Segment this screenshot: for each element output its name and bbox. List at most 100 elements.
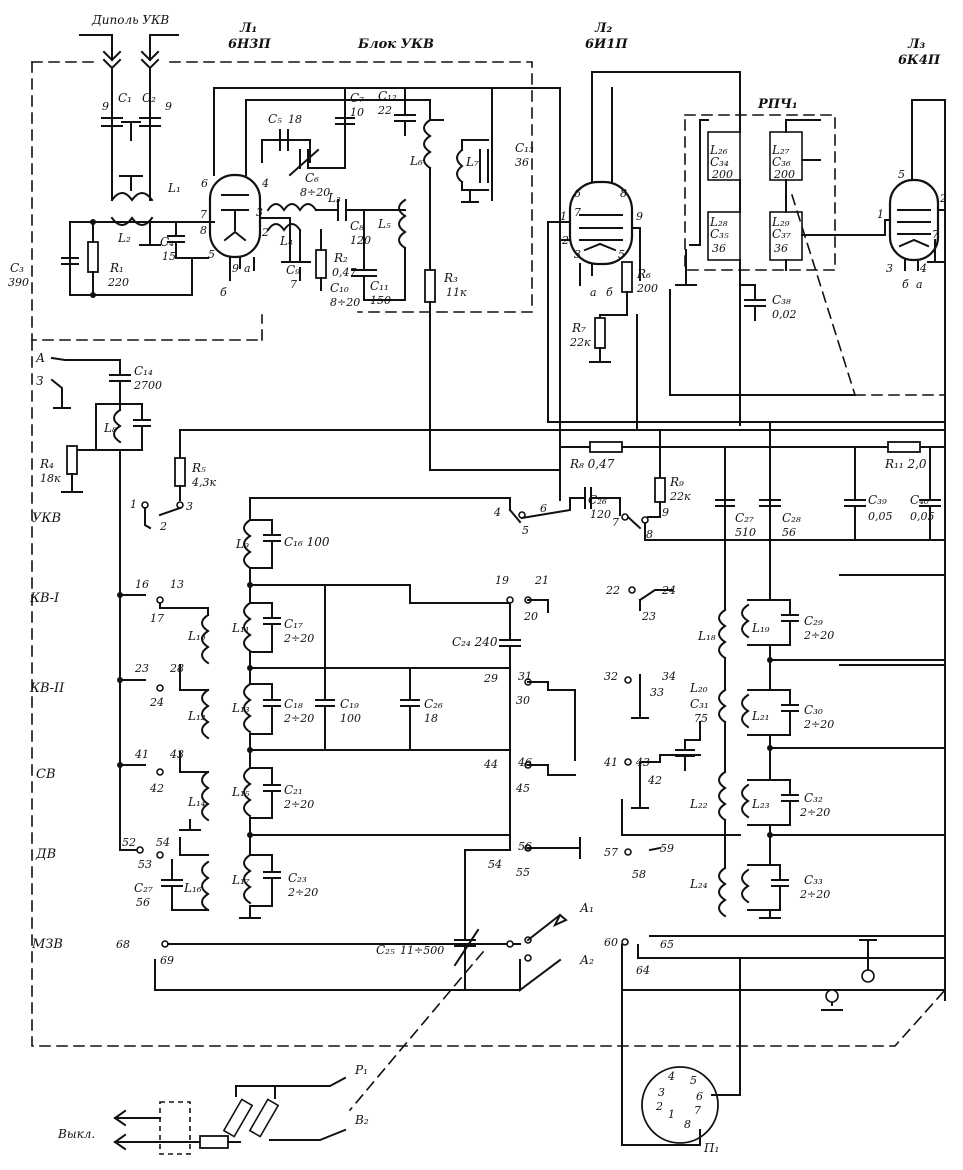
c36-label: C₃₆ [772, 155, 791, 169]
het-contact-50: 58 [632, 868, 646, 881]
c11-value: 150 [370, 294, 391, 307]
c21-value: 2÷20 [283, 798, 314, 811]
c11-label: C₁₁ [370, 279, 389, 293]
l3-label: L₃ [327, 191, 341, 205]
c34-label: C₃₄ [710, 155, 729, 169]
tube-l1 [199, 87, 561, 281]
het-contact-36: 34 [662, 670, 676, 683]
l2-pin-2: 2 [561, 234, 569, 247]
a2-label: А₂ [579, 953, 594, 967]
l6-label: L₆ [409, 154, 423, 168]
l13-label: L₁₃ [231, 701, 250, 715]
mx-contact-32: 30 [516, 694, 530, 707]
c35-value: 36 [712, 242, 726, 255]
c22-label: C₂₇ [134, 881, 153, 895]
c21-label: C₂₁ [284, 783, 303, 797]
c25-dashed-link [348, 950, 485, 1112]
rf-tuning-column [239, 497, 511, 919]
l1-pin-3: 3 [256, 206, 263, 219]
c6-label: C₆ [305, 171, 319, 185]
a1-label: А₁ [579, 901, 594, 915]
c19-value: 100 [340, 712, 361, 725]
l7-label: L₇ [465, 155, 479, 169]
het-contact-23: 23 [641, 610, 656, 623]
l1-label: L₁ [167, 181, 181, 195]
l21-label: L₂₁ [751, 709, 770, 723]
socket-pin-1: 1 [668, 1108, 675, 1121]
l3-pin-1: 1 [877, 208, 884, 221]
l15-label: L₁₅ [231, 785, 250, 799]
l1-pin-7: 7 [200, 208, 207, 221]
mixer-switch-column [453, 487, 946, 991]
mzv-row [154, 913, 568, 992]
l1-pin-a: а [244, 262, 251, 275]
c22-value: 56 [136, 896, 150, 909]
power-switch [113, 1076, 347, 1155]
c4-value: 15 [162, 250, 176, 263]
c12-label: C₁₂ [378, 89, 397, 103]
c27-label: C₂₇ [735, 511, 754, 525]
c24-label: C₂₄ 240 [452, 635, 498, 649]
sw-contact-52: 52 [122, 836, 136, 849]
l1-pin-9: 9 [232, 262, 239, 275]
c18-label: C₁₈ [284, 697, 303, 711]
sw-contact-40: 41 [134, 748, 149, 761]
rpch-label: РПЧ₁ [757, 97, 798, 112]
c16-label: C₁₆ 100 [284, 535, 330, 549]
c19-label: C₁₉ [340, 697, 359, 711]
c40-value: 0,05 [910, 510, 935, 523]
het-contact-47: 42 [647, 774, 662, 787]
c13-value: 36 [515, 156, 529, 169]
l3-pin-a: а [916, 278, 923, 291]
l29-label: L₂₉ [771, 215, 790, 229]
c33-label: C₃₃ [804, 873, 823, 887]
c7-label: C₇ [350, 91, 364, 105]
c9-label: C₉ [286, 263, 300, 277]
mx-contact-31: 29 [483, 672, 498, 685]
l11-label: L₁₁ [231, 621, 250, 635]
r6-value: 200 [636, 282, 658, 295]
l8-label: L₈ [103, 421, 117, 435]
c18-value: 2÷20 [283, 712, 314, 725]
sw-contact-16: 16 [135, 578, 149, 591]
l1-pin-1: 4 [261, 177, 269, 190]
l2-pin-a: а [590, 286, 597, 299]
band-ukv: УКВ [32, 511, 61, 526]
mx-contact-44: 45 [515, 782, 530, 795]
socket-label: П₁ [703, 1141, 719, 1155]
band-dv: ДВ [35, 847, 56, 862]
c8-label: C₈ [350, 219, 364, 233]
c10-value: 8÷20 [330, 296, 360, 309]
mzv-contact-64: 68 [116, 938, 130, 951]
l3-pin-3: 3 [886, 262, 893, 275]
l10-label: L₁₀ [187, 629, 206, 643]
tube-l1-type: 6Н3П [228, 37, 271, 52]
tube-l3-type: 6К4П [898, 53, 941, 68]
v2-label: В₂ [354, 1113, 369, 1127]
pin-9-left: 9 [102, 100, 109, 113]
mx-contact-20: 20 [523, 610, 538, 623]
sw-contact-29: 24 [149, 696, 164, 709]
l23-label: L₂₃ [751, 797, 770, 811]
mx-contact-6: 6 [540, 502, 547, 515]
l2-pin-b: б [606, 286, 613, 299]
r11-label: R₁₁ 2,0 [884, 457, 927, 471]
dipole-antenna [79, 34, 179, 226]
c28-value: 56 [782, 526, 796, 539]
c35-label: C₃₅ [710, 227, 729, 241]
c28-label: C₂₈ [782, 511, 801, 525]
r5-value: 4,3к [191, 476, 216, 489]
r6-label: R₆ [636, 267, 651, 281]
l5-label: L₅ [377, 217, 391, 231]
mx-contact-8: 8 [646, 528, 653, 541]
lr-contact-60: 65 [660, 938, 674, 951]
c34-value: 200 [711, 168, 733, 181]
mx-contact-4: 4 [493, 506, 501, 519]
c36-value: 200 [773, 168, 795, 181]
c37-label: C₃₇ [772, 227, 791, 241]
l2-label: L₂ [117, 231, 131, 245]
r5-label: R₅ [191, 461, 206, 475]
band-mzv: МЗВ [31, 937, 63, 952]
l22-label: L₂₂ [689, 797, 708, 811]
mzv-contact-65: 69 [160, 954, 174, 967]
